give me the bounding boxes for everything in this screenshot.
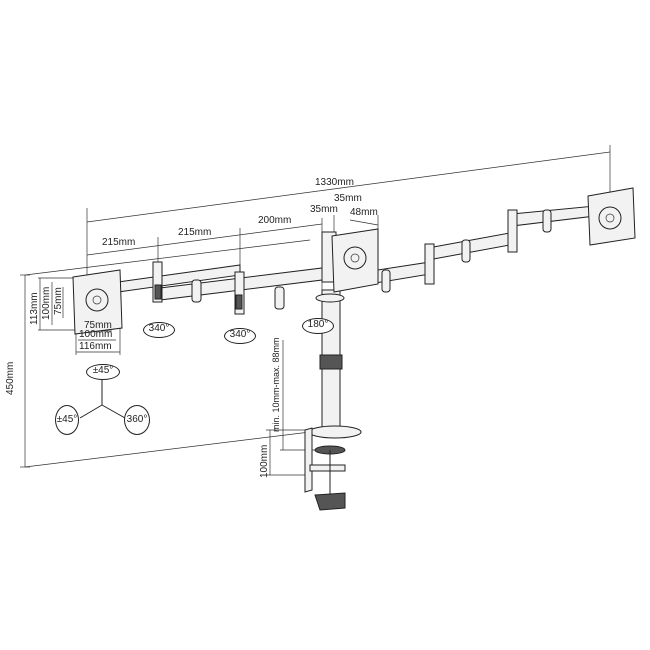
- vesa-100-label: 100mm: [41, 286, 52, 320]
- swivel-badge: ±45°: [55, 405, 79, 435]
- total-width-label: 1330mm: [315, 177, 354, 188]
- vesa-75-label: 75mm: [53, 287, 64, 315]
- vesa-width-100-label: 100mm: [79, 329, 113, 340]
- vesa-113-label: 113mm: [29, 292, 40, 325]
- arm-segment-3-label: 200mm: [258, 215, 292, 226]
- left-arm: [117, 261, 323, 315]
- vesa-width-116-label: 116mm: [79, 341, 112, 352]
- rotation-340-badge-1: 340°: [143, 322, 175, 338]
- arm-segment-2-label: 215mm: [178, 227, 212, 238]
- vesa-width-75-label: 75mm: [84, 320, 112, 331]
- right-vesa-plate: [587, 187, 636, 246]
- pole: [315, 289, 345, 431]
- right-arm: [344, 205, 596, 293]
- clamp-height-label: 100mm: [259, 444, 270, 478]
- left-vesa-plate: [72, 269, 123, 335]
- desk-clamp: [304, 425, 362, 511]
- head-offset-1-label: 35mm: [310, 204, 338, 215]
- rotate-badge: 360°: [124, 405, 150, 435]
- back-plane: [20, 239, 311, 468]
- arm-segment-1-label: 215mm: [102, 237, 136, 248]
- height-label: 450mm: [5, 361, 16, 395]
- center-vesa-plate: [321, 228, 379, 293]
- head-depth-label: 48mm: [350, 207, 378, 218]
- rotation-340-badge-2: 340°: [224, 328, 256, 344]
- desk-thickness-label: min. 10mm-max. 88mm: [271, 337, 281, 432]
- head-offset-2-label: 35mm: [334, 193, 362, 204]
- rotation-180-badge: 180°: [302, 318, 334, 334]
- tilt-badge: ±45°: [86, 364, 120, 380]
